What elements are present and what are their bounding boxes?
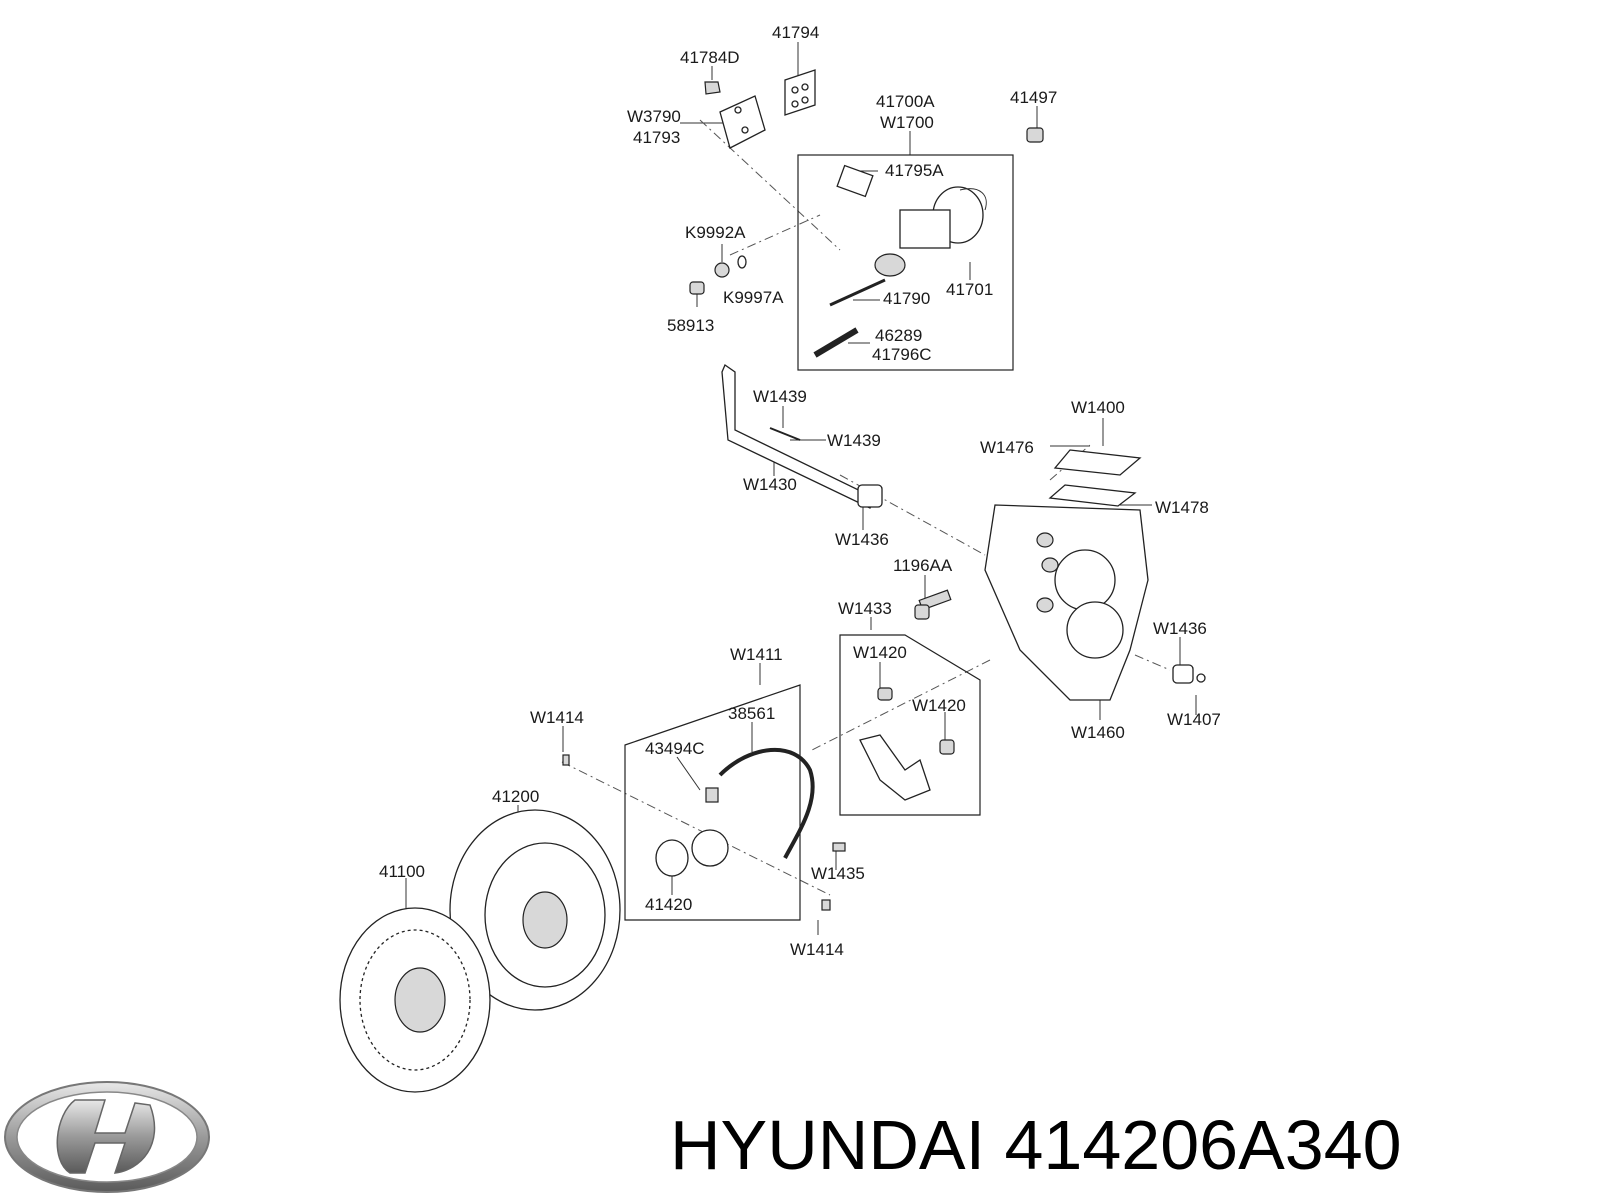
bracket-41794 — [784, 69, 816, 116]
label-41793: 41793 — [633, 128, 680, 147]
label-38561: 38561 — [728, 704, 775, 723]
label-1196aa: 1196AA — [893, 556, 953, 575]
label-w1476: W1476 — [980, 438, 1034, 457]
label-41796c: 41796C — [872, 345, 932, 364]
label-41795a: 41795A — [885, 161, 944, 180]
label-58913: 58913 — [667, 316, 714, 335]
footer-title: HYUNDAI 414206A340 — [670, 1110, 1402, 1180]
release-fork-box — [839, 634, 981, 816]
bracket-41793 — [719, 95, 766, 149]
label-k9992a: K9992A — [685, 223, 746, 242]
label-w1420-b: W1420 — [912, 696, 966, 715]
nut-41784d — [704, 81, 721, 95]
label-41701: 41701 — [946, 280, 993, 299]
label-w1430: W1430 — [743, 475, 797, 494]
label-w3790: W3790 — [627, 107, 681, 126]
label-w1433: W1433 — [838, 599, 892, 618]
bolt-41497 — [1026, 127, 1044, 143]
label-w1420-a: W1420 — [853, 643, 907, 662]
part-number: 414206A340 — [1004, 1106, 1402, 1184]
assembly-boxes — [624, 154, 1014, 921]
label-41700a: 41700A — [876, 92, 935, 111]
label-41794: 41794 — [772, 23, 819, 42]
parts — [339, 69, 1206, 1093]
label-w1439: W1439 — [827, 431, 881, 450]
master-cylinder-body — [899, 209, 951, 249]
label-41497: 41497 — [1010, 88, 1057, 107]
label-w1414-bottom: W1414 — [790, 940, 844, 959]
label-w1460: W1460 — [1071, 723, 1125, 742]
label-w1436-left: W1436 — [835, 530, 889, 549]
label-w1435: W1435 — [811, 864, 865, 883]
label-w1700: W1700 — [880, 113, 934, 132]
label-41200: 41200 — [492, 787, 539, 806]
label-k9997a: K9997A — [723, 288, 784, 307]
label-w1439-top: W1439 — [753, 387, 807, 406]
label-w1478: W1478 — [1155, 498, 1209, 517]
label-w1436-right: W1436 — [1153, 619, 1207, 638]
label-w1411: W1411 — [730, 645, 783, 664]
label-43494c: 43494C — [645, 739, 705, 758]
label-41790: 41790 — [883, 289, 930, 308]
brand-name: HYUNDAI — [670, 1106, 986, 1184]
part-labels: 41794 41784D W3790 41793 41700A W1700 41… — [379, 23, 1221, 959]
label-w1400: W1400 — [1071, 398, 1125, 417]
release-fork — [859, 734, 931, 801]
hyundai-logo — [4, 1081, 210, 1193]
label-41100: 41100 — [379, 862, 425, 881]
label-w1407: W1407 — [1167, 710, 1221, 729]
label-41420: 41420 — [645, 895, 692, 914]
label-46289: 46289 — [875, 326, 922, 345]
release-bearing-box — [624, 684, 801, 921]
master-cylinder-box — [797, 154, 1014, 371]
label-41784d: 41784D — [680, 48, 740, 67]
label-w1414-top: W1414 — [530, 708, 584, 727]
